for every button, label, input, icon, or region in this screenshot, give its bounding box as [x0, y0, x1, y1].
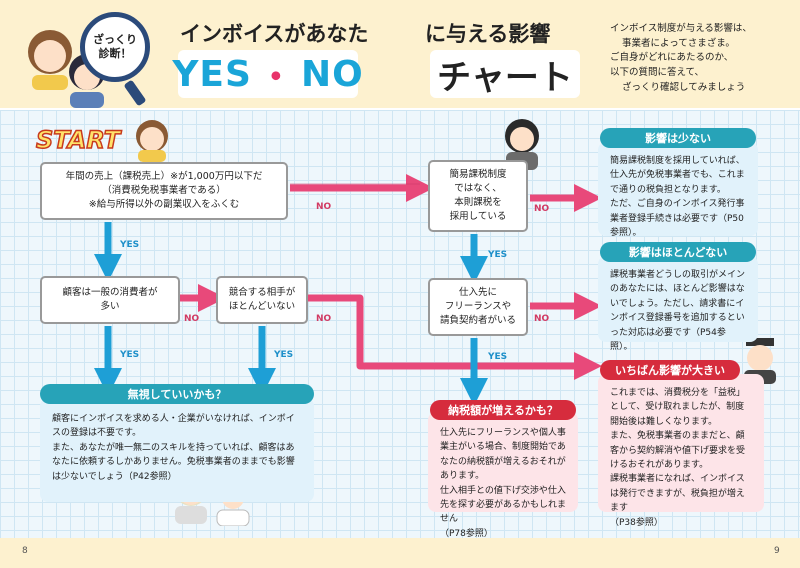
- result-biggest-text: 課税事業者になれば、インボイスは発行できますが、税負担が増えます: [610, 474, 745, 514]
- q2-line: 多い: [100, 301, 120, 312]
- result-little-impact: 簡易課税制度を採用していれば、仕入先が免税事業者でも、これまで通りの税負担となり…: [598, 142, 758, 238]
- result-little-impact-title: 影響は少ない: [600, 128, 756, 148]
- diagnosis-badge: ざっくり診断！: [80, 12, 150, 82]
- label-no-q5: NO: [534, 314, 550, 324]
- businesswoman-icon: [505, 119, 539, 170]
- result-almost-none-title: 影響はほとんどない: [600, 242, 756, 262]
- q4-line: ではなく、: [454, 182, 502, 194]
- question-annual-sales: 年間の売上（課税売上）※が1,000万円以下だ （消費税免税事業者である） ※給…: [40, 162, 288, 220]
- result-ignore-text: 顧客にインボイスを求める人・企業がいなければ、インボイスの登録は不要です。: [52, 414, 295, 439]
- result-almost-none: 課税事業者どうしの取引がメインのあなたには、ほとんど影響はないでしょう。ただし、…: [598, 256, 758, 352]
- result-biggest-text: （P38参照）: [610, 517, 663, 528]
- chart-word: チャート: [430, 50, 580, 98]
- badge-line-2: 診断！: [98, 47, 132, 60]
- result-tax-text: 仕入相手との値下げ交渉や仕入先を探す必要があるかもしれません: [440, 485, 567, 525]
- result-ignore-title: 無視していいかも？: [40, 384, 314, 404]
- result-tax-increase-title: 納税額が増えるかも？: [430, 400, 576, 420]
- label-yes-q2: YES: [120, 350, 140, 360]
- title-left: インボイスがあなた: [180, 22, 369, 46]
- result-tax-text: （P78参照）: [440, 528, 493, 539]
- result-little-text: 簡易課税制度を採用していれば、仕入先が免税事業者でも、これまで通りの税負担となり…: [610, 156, 745, 195]
- label-yes-q5: YES: [488, 352, 508, 362]
- no-word: NO: [300, 53, 364, 95]
- start-woman-icon: [136, 120, 168, 162]
- question-freelance-suppliers: 仕入先に フリーランスや 請負契約者がいる: [428, 278, 528, 336]
- label-no-q2: NO: [184, 314, 200, 324]
- result-biggest-text: これまでは、消費税分を「益税」として、受け取れましたが、制度開始後は難しくなりま…: [610, 388, 746, 427]
- result-biggest-impact-title: いちばん影響が大きい: [600, 360, 740, 380]
- separator-dot: ・: [257, 57, 295, 98]
- label-yes-q4: YES: [488, 250, 508, 260]
- start-label: START: [35, 125, 121, 155]
- label-no-q1: NO: [316, 202, 332, 212]
- title-right: に与える影響: [425, 22, 551, 46]
- result-tax-increase: 仕入先にフリーランスや個人事業主がいる場合、制度開始であなたの納税額が増えるおそ…: [428, 412, 578, 539]
- intro-line: ご自身がどれにあたるのか、: [610, 52, 734, 64]
- q1-line: ※給与所得以外の副業収入をふくむ: [88, 199, 240, 211]
- page-number-left: 8: [22, 546, 28, 556]
- intro-line: ざっくり確認してみましょう: [622, 81, 746, 93]
- yes-no-title: YES・NO: [172, 50, 363, 98]
- question-principal-taxation: 簡易課税制度 ではなく、 本則課税を 採用している: [428, 160, 528, 232]
- result-ignore: 顧客にインボイスを求める人・企業がいなければ、インボイスの登録は不要です。 また…: [40, 398, 314, 502]
- result-biggest-impact: これまでは、消費税分を「益税」として、受け取れましたが、制度開始後は難しくなりま…: [598, 374, 764, 528]
- badge-line-1: ざっくり: [93, 33, 137, 47]
- intro-line: インボイス制度が与える影響は、: [610, 23, 752, 34]
- yes-word: YES: [172, 53, 252, 95]
- q4-line: 採用している: [449, 211, 507, 223]
- label-no-q4: NO: [534, 204, 550, 214]
- q5-line: フリーランスや: [444, 300, 512, 312]
- q1-line: （消費税免税事業者である）: [102, 184, 226, 196]
- q5-line: 仕入先に: [458, 286, 497, 298]
- question-general-consumers: 顧客は一般の消費者が 多い: [40, 276, 180, 324]
- q2-line: 顧客は一般の消費者が: [62, 286, 158, 298]
- intro-text: インボイス制度が与える影響は、 事業者によってさまざま。 ご自身がどれにあたるの…: [610, 22, 790, 96]
- result-little-text: ただ、ご自身のインボイス発行事業者登録手続きは必要です（P50参照）。: [610, 199, 745, 238]
- q5-line: 請負契約者がいる: [439, 315, 516, 327]
- q3-line: ほとんどいない: [228, 301, 296, 312]
- footer: [0, 538, 800, 568]
- question-few-competitors: 競合する相手が ほとんどいない: [216, 276, 308, 324]
- label-yes-q1: YES: [120, 240, 140, 250]
- result-none-text: 課税事業者どうしの取引がメインのあなたには、ほとんど影響はないでしょう。ただし、…: [610, 270, 746, 352]
- label-yes-q3: YES: [274, 350, 294, 360]
- woman-character-icon: [28, 30, 72, 90]
- page-number-right: 9: [774, 546, 780, 556]
- result-ignore-text: また、あなたが唯一無二のスキルを持っていれば、顧客はあなたに依頼するしかありませ…: [52, 442, 295, 482]
- q3-line: 競合する相手が: [228, 286, 296, 298]
- label-no-q3: NO: [316, 314, 332, 324]
- q4-line: 本則課税を: [454, 197, 502, 208]
- q1-line: 年間の売上（課税売上）※が1,000万円以下だ: [65, 170, 263, 182]
- intro-line: 事業者によってさまざま。: [622, 37, 735, 49]
- result-tax-text: 仕入先にフリーランスや個人事業主がいる場合、制度開始であなたの納税額が増えるおそ…: [440, 428, 566, 482]
- q4-line: 簡易課税制度: [449, 168, 507, 180]
- result-biggest-text: また、免税事業者のままだと、顧客から契約解消や値下げ要求を受けるおそれがあります…: [610, 431, 746, 470]
- intro-line: 以下の質問に答えて、: [610, 67, 705, 79]
